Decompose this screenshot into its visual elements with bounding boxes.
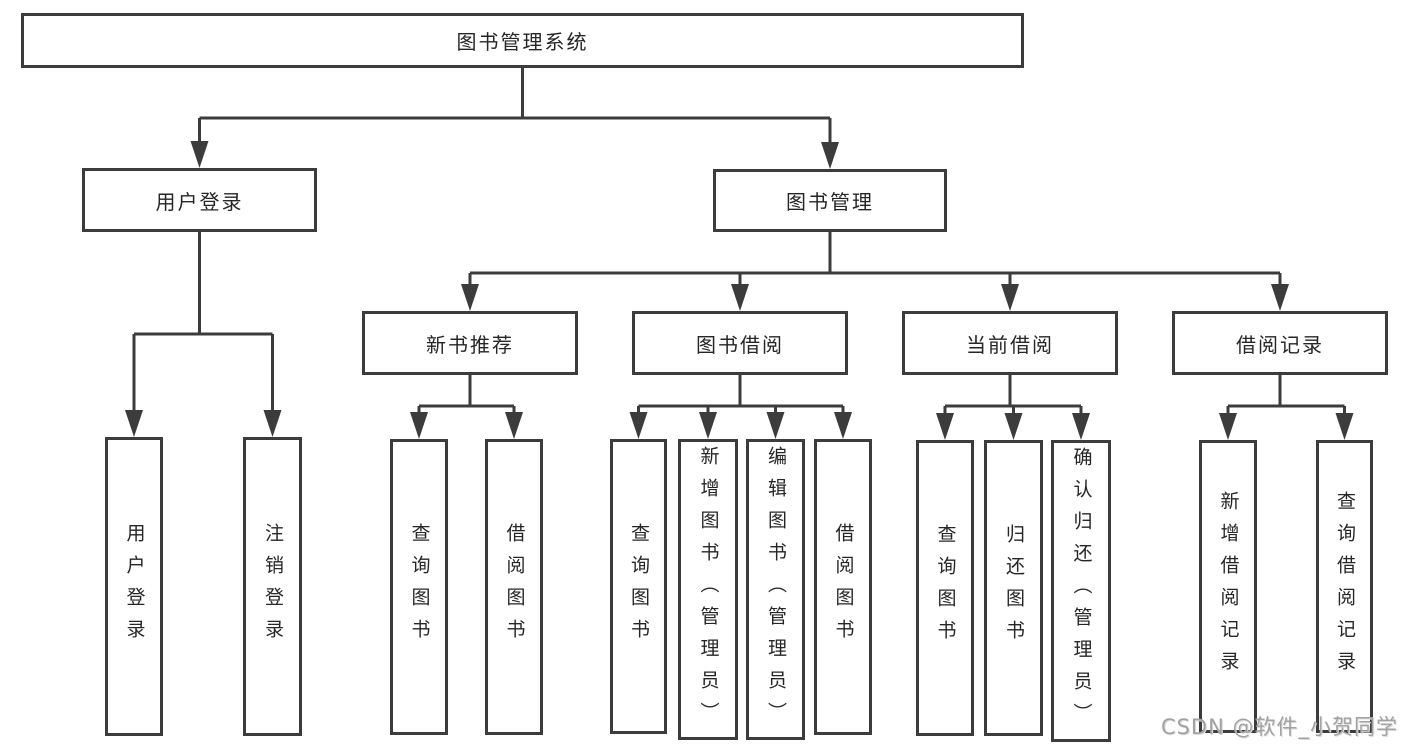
arrowhead-icon	[1001, 284, 1019, 311]
arrowhead-icon	[731, 284, 749, 311]
node-record: 借阅记录	[1172, 311, 1388, 375]
arrowhead-icon	[1219, 413, 1237, 440]
arrowhead-icon	[263, 410, 282, 437]
arrowhead-icon	[766, 412, 785, 439]
node-r2: 查询借阅记录	[1316, 440, 1373, 733]
node-label: 新增图书（管理员）	[697, 445, 720, 734]
node-label: 用户登录	[123, 522, 146, 651]
node-n2: 借阅图书	[485, 439, 543, 735]
arrowhead-icon	[505, 412, 523, 439]
node-b2: 新增图书（管理员）	[678, 439, 738, 740]
arrowhead-icon	[936, 413, 954, 440]
node-label: 当前借阅	[966, 332, 1054, 357]
node-borrow: 图书借阅	[632, 311, 848, 375]
node-label: 归还图书	[1003, 524, 1025, 652]
node-label: 查询借阅记录	[1334, 490, 1356, 683]
node-login: 用户登录	[82, 168, 317, 232]
arrowhead-icon	[629, 412, 648, 439]
node-label: 注销登录	[262, 522, 284, 651]
arrowhead-icon	[1004, 413, 1023, 440]
node-label: 借阅图书	[832, 523, 855, 651]
node-label: 查询图书	[628, 522, 650, 651]
node-label: 查询图书	[408, 523, 431, 651]
arrowhead-icon	[410, 412, 428, 439]
arrowhead-icon	[190, 141, 209, 168]
node-label: 确认归还（管理员）	[1070, 447, 1093, 735]
arrowhead-icon	[699, 412, 717, 439]
tree-connector-path	[132, 68, 1346, 419]
node-n1: 查询图书	[390, 439, 448, 735]
arrowhead-icon	[834, 412, 852, 439]
node-label: 查询图书	[934, 524, 957, 652]
watermark: CSDN @软件_小贺同学	[1160, 715, 1398, 739]
node-b1: 查询图书	[610, 439, 667, 734]
arrowhead-icon	[461, 284, 479, 311]
node-label: 图书借阅	[696, 332, 784, 357]
arrowhead-icon	[125, 410, 143, 437]
node-label: 编辑图书（管理员）	[765, 445, 787, 734]
node-mgmt: 图书管理	[713, 169, 947, 232]
node-current: 当前借阅	[902, 311, 1118, 375]
node-r1: 新增借阅记录	[1199, 440, 1257, 733]
arrowhead-icon	[1271, 284, 1289, 311]
node-label: 图书管理系统	[456, 30, 589, 54]
node-label: 用户登录	[155, 189, 244, 214]
node-newbook: 新书推荐	[362, 311, 578, 375]
arrowhead-icon	[821, 142, 839, 169]
node-b4: 借阅图书	[814, 439, 872, 735]
node-c2: 归还图书	[984, 440, 1043, 736]
node-label: 借阅记录	[1236, 332, 1324, 357]
node-b3: 编辑图书（管理员）	[746, 439, 805, 740]
node-c3: 确认归还（管理员）	[1051, 440, 1111, 742]
node-c1: 查询图书	[916, 440, 974, 736]
node-u1: 用户登录	[105, 437, 163, 736]
node-u2: 注销登录	[243, 437, 302, 736]
node-label: 图书管理	[786, 190, 874, 214]
node-label: 借阅图书	[503, 523, 526, 651]
node-label: 新增借阅记录	[1217, 490, 1240, 683]
arrowhead-icon	[1072, 413, 1090, 440]
node-root: 图书管理系统	[21, 13, 1024, 68]
node-label: 新书推荐	[426, 332, 514, 357]
arrowhead-icon	[1335, 413, 1354, 440]
